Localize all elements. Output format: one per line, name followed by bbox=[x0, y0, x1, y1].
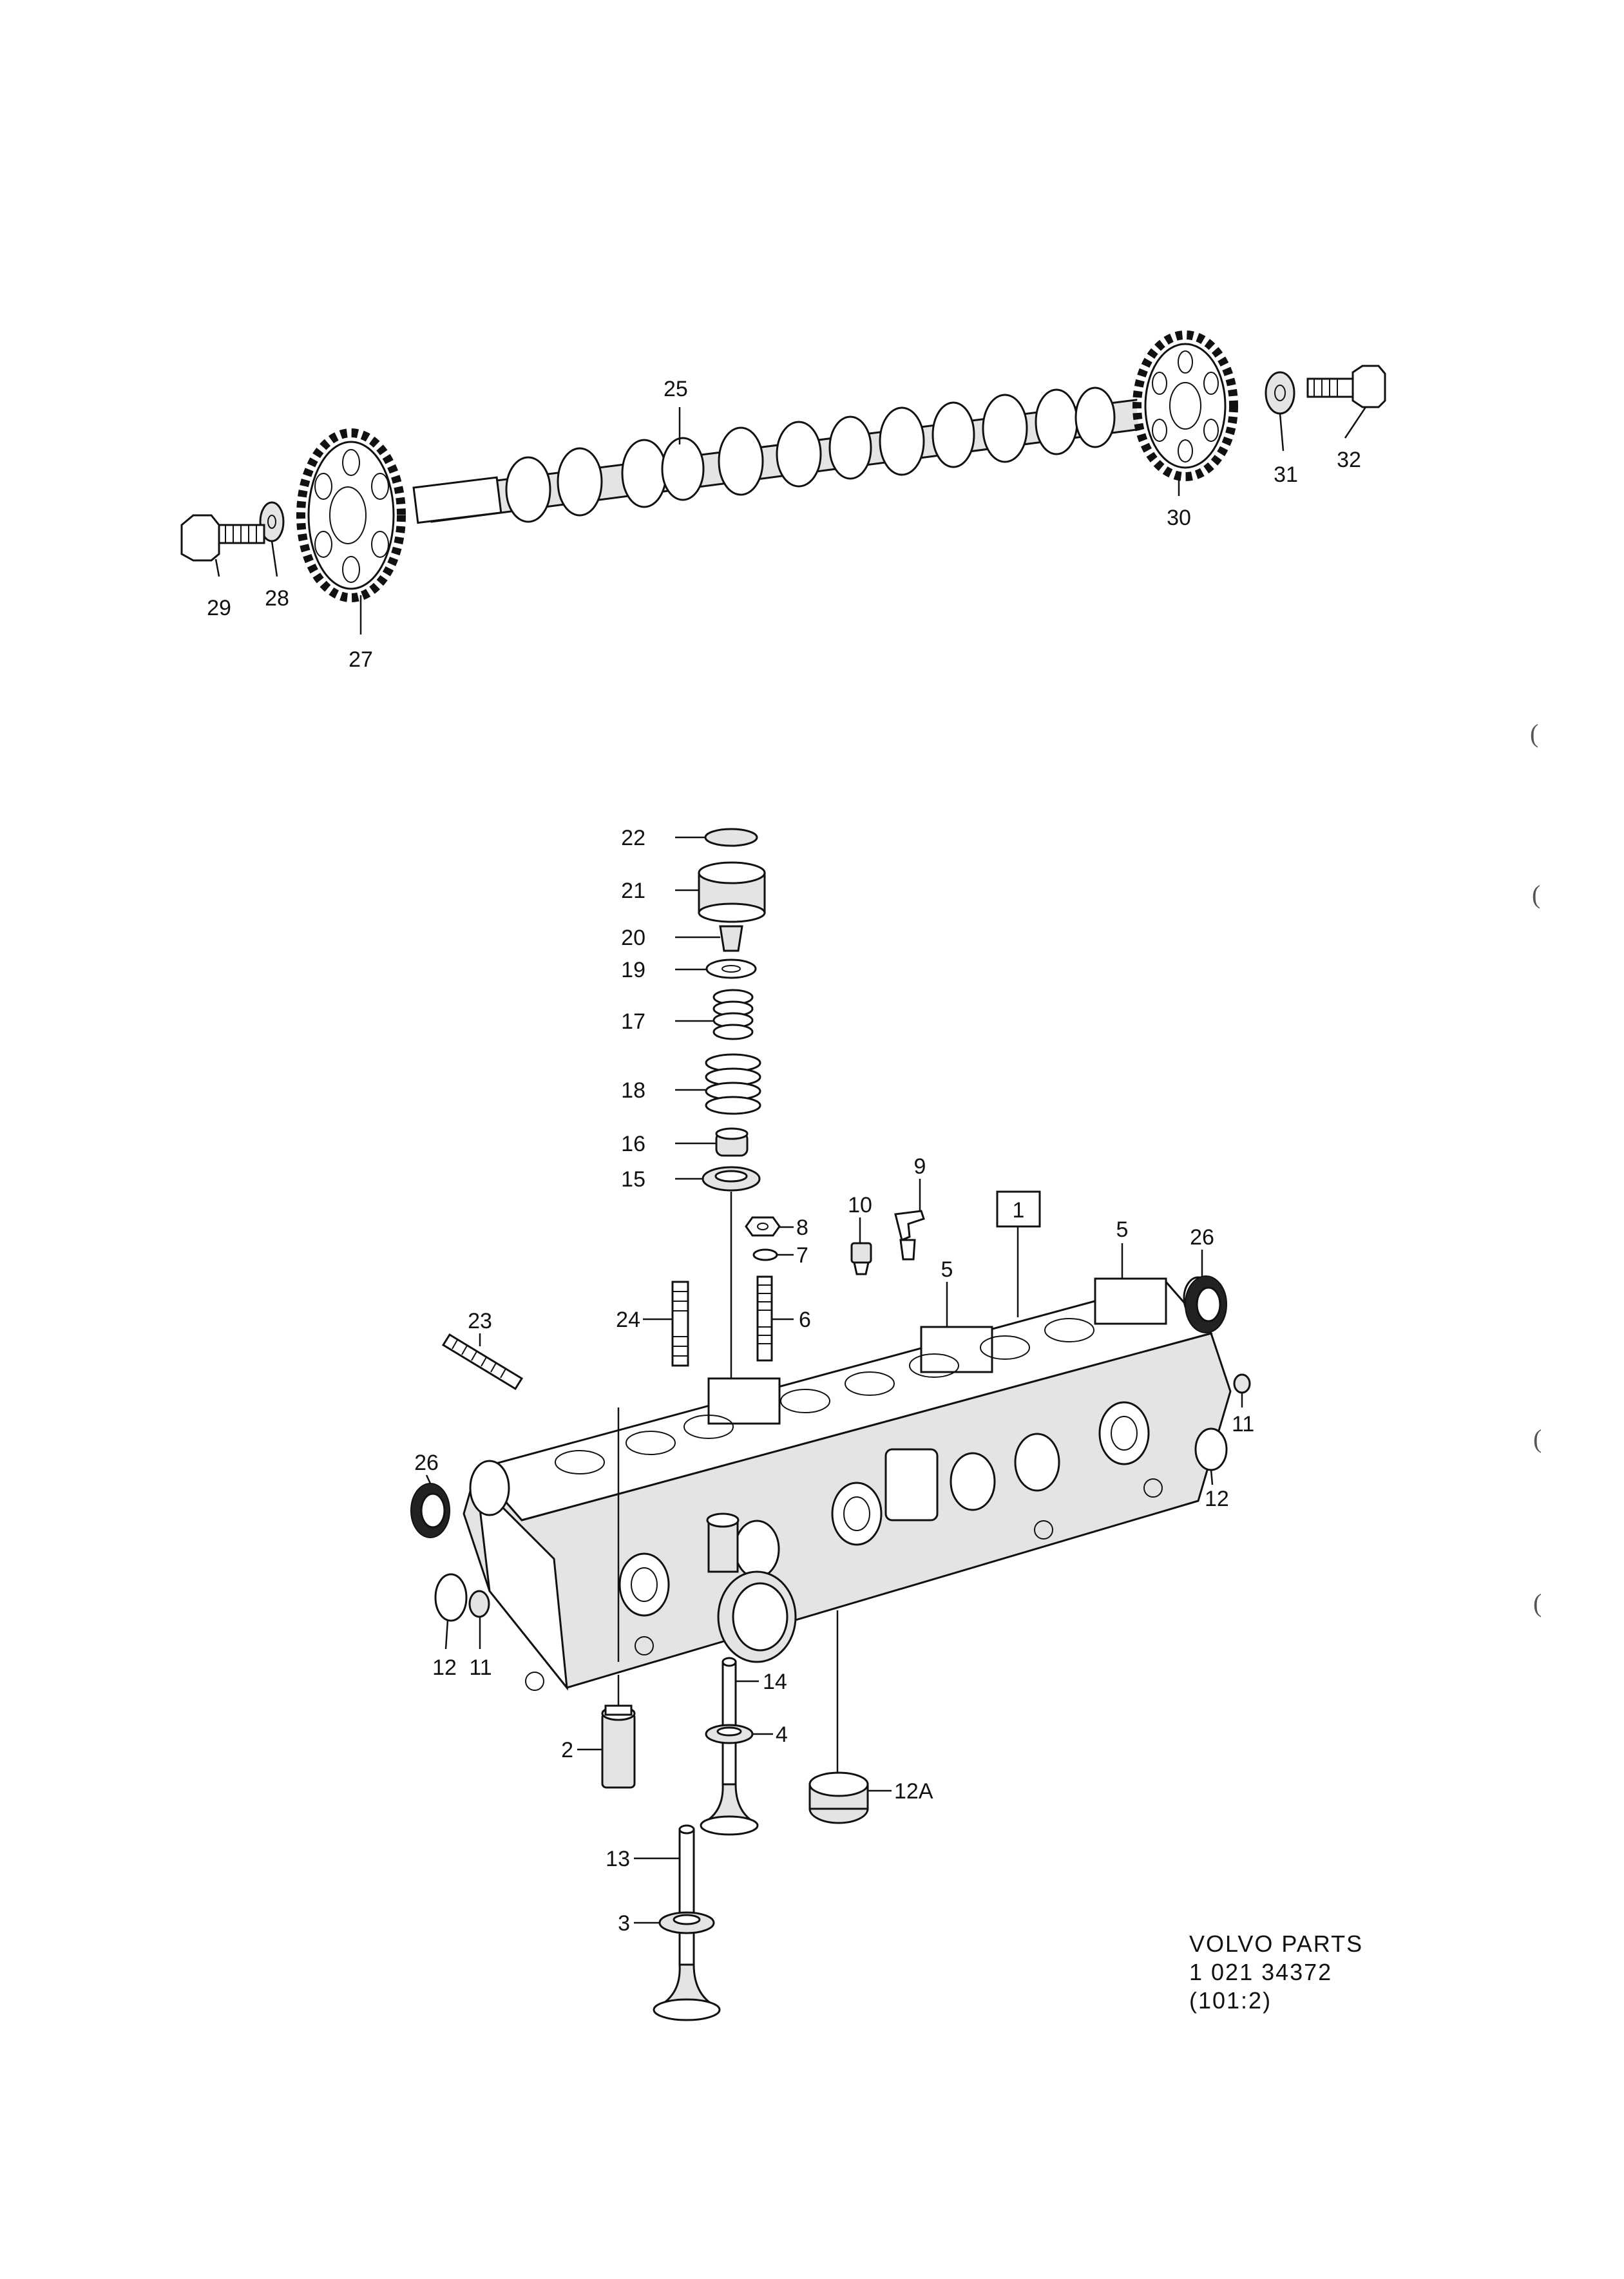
catalog-reference: VOLVO PARTS 1 021 34372 (101:2) bbox=[1189, 1930, 1363, 2015]
seal-26-left bbox=[410, 1483, 450, 1538]
label-23: 23 bbox=[468, 1309, 492, 1333]
label-25: 25 bbox=[664, 377, 688, 401]
label-1: 1 bbox=[1013, 1198, 1025, 1223]
valve-guide-2 bbox=[601, 1704, 636, 1789]
valve-13 bbox=[653, 1824, 721, 2021]
catalog-section: (101:2) bbox=[1189, 1987, 1272, 2014]
plug-11-left bbox=[468, 1590, 490, 1618]
spring-seat-15 bbox=[702, 1166, 761, 1192]
camshaft-gear-right bbox=[1132, 330, 1238, 481]
stud-6 bbox=[756, 1275, 773, 1362]
label-16: 16 bbox=[621, 1132, 645, 1156]
valve-stem-seal-16 bbox=[715, 1127, 749, 1157]
label-18: 18 bbox=[621, 1078, 645, 1103]
nut-8 bbox=[745, 1216, 781, 1237]
label-8: 8 bbox=[796, 1216, 808, 1240]
label-5a: 5 bbox=[941, 1257, 953, 1282]
valve-cotters-20 bbox=[719, 925, 743, 952]
plug-11-right bbox=[1233, 1373, 1251, 1394]
label-3: 3 bbox=[618, 1911, 630, 1936]
label-21: 21 bbox=[621, 879, 645, 903]
label-17: 17 bbox=[621, 1009, 645, 1034]
label-6: 6 bbox=[799, 1308, 811, 1332]
label-26a: 26 bbox=[414, 1451, 439, 1475]
valve-14 bbox=[700, 1657, 759, 1836]
plug-12-right bbox=[1194, 1427, 1228, 1471]
label-10: 10 bbox=[848, 1193, 872, 1217]
label-30: 30 bbox=[1167, 506, 1191, 530]
margin-mark-1: ( bbox=[1530, 719, 1539, 748]
label-7: 7 bbox=[796, 1243, 808, 1268]
bolt-29 bbox=[180, 514, 265, 562]
spring-retainer-19 bbox=[705, 958, 757, 979]
stud-24 bbox=[671, 1281, 689, 1367]
seal-26-right bbox=[1185, 1275, 1227, 1333]
label-28: 28 bbox=[265, 586, 289, 611]
head-peripheral-parts bbox=[410, 1250, 1251, 1650]
label-27: 27 bbox=[349, 647, 373, 672]
shim-22 bbox=[704, 828, 758, 847]
label-12a: 12 bbox=[432, 1655, 457, 1680]
label-22: 22 bbox=[621, 826, 645, 850]
callout-labels: 25 27 28 29 30 31 32 22 21 20 19 17 18 1… bbox=[207, 377, 1361, 1936]
cylinder-head bbox=[463, 1276, 1232, 1691]
label-31: 31 bbox=[1274, 462, 1298, 487]
label-32: 32 bbox=[1337, 448, 1361, 472]
label-15: 15 bbox=[621, 1167, 645, 1192]
plug-10 bbox=[850, 1242, 872, 1275]
water-outlet bbox=[706, 1512, 797, 1663]
label-12A: 12A bbox=[894, 1779, 933, 1804]
margin-mark-4: ( bbox=[1533, 1588, 1542, 1617]
label-9: 9 bbox=[914, 1154, 926, 1179]
margin-mark-3: ( bbox=[1533, 1424, 1542, 1453]
washer-7 bbox=[752, 1248, 778, 1261]
camshaft-assembly bbox=[180, 330, 1386, 634]
label-14: 14 bbox=[763, 1670, 787, 1694]
label-26b: 26 bbox=[1190, 1225, 1214, 1250]
washer-31 bbox=[1265, 371, 1295, 415]
label-29: 29 bbox=[207, 596, 231, 620]
label-11b: 11 bbox=[1232, 1412, 1254, 1436]
label-13: 13 bbox=[606, 1847, 630, 1871]
camshaft bbox=[412, 386, 1148, 524]
bolt-32 bbox=[1306, 365, 1386, 408]
ref-1-and-5 bbox=[617, 1190, 1123, 1662]
outer-spring-18 bbox=[705, 1053, 761, 1115]
plug-12A bbox=[808, 1771, 869, 1824]
label-12b: 12 bbox=[1205, 1487, 1229, 1511]
valves-and-guides bbox=[577, 1610, 892, 2021]
label-11a: 11 bbox=[469, 1655, 492, 1680]
tappet-21 bbox=[698, 861, 766, 923]
label-5b: 5 bbox=[1116, 1217, 1129, 1242]
plug-12-left bbox=[434, 1573, 468, 1622]
stud-23 bbox=[441, 1333, 524, 1391]
seal-3 bbox=[658, 1911, 715, 1934]
clip-9 bbox=[894, 1210, 925, 1261]
label-4: 4 bbox=[776, 1722, 788, 1747]
margin-mark-2: ( bbox=[1532, 880, 1541, 909]
valve-train-stack bbox=[675, 828, 766, 1411]
catalog-brand: VOLVO PARTS bbox=[1189, 1931, 1364, 1957]
label-20: 20 bbox=[621, 926, 645, 950]
catalog-number: 1 021 34372 bbox=[1189, 1959, 1333, 1985]
small-parts bbox=[441, 1179, 925, 1391]
label-24: 24 bbox=[616, 1308, 640, 1332]
label-19: 19 bbox=[621, 958, 645, 982]
seal-4 bbox=[705, 1724, 754, 1744]
label-2: 2 bbox=[561, 1738, 573, 1762]
inner-spring-17 bbox=[712, 989, 754, 1040]
camshaft-gear-left bbox=[296, 428, 406, 602]
